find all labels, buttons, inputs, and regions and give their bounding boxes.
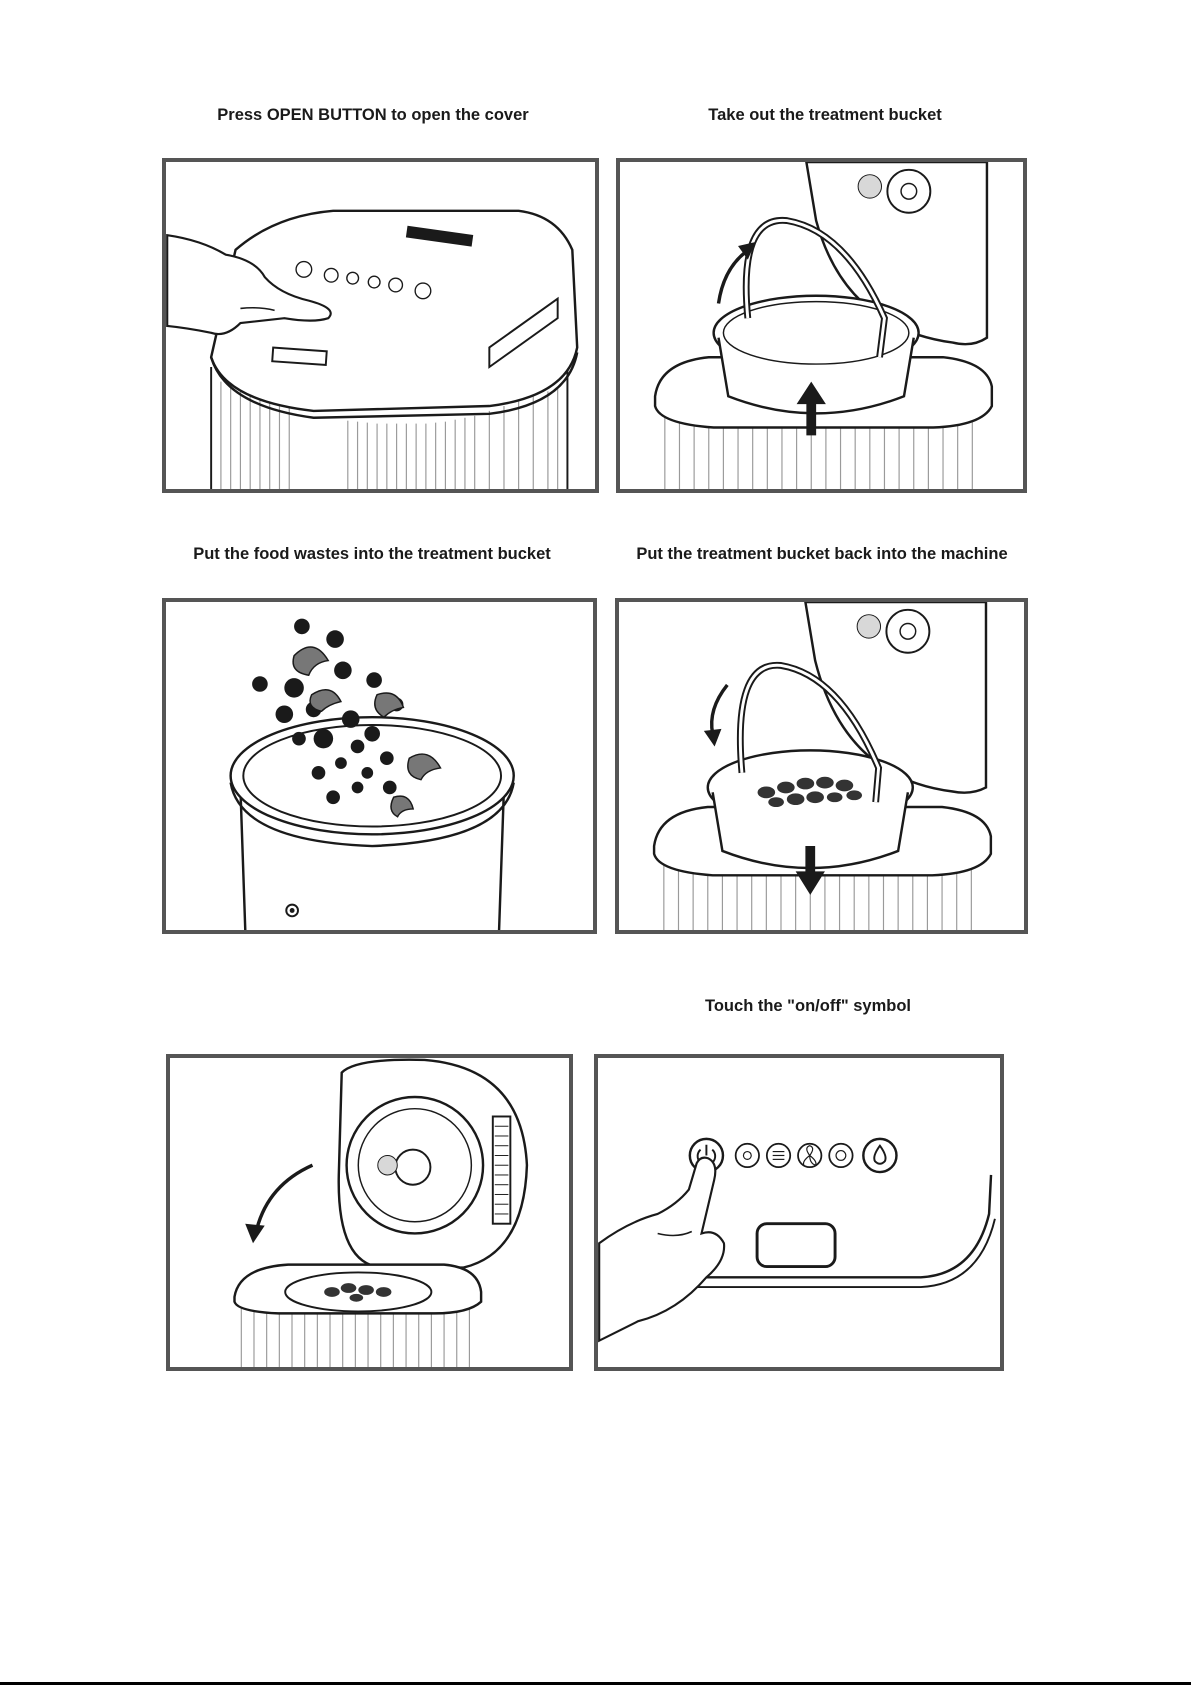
step-6-caption: Touch the "on/off" symbol — [608, 997, 1008, 1016]
step-2-caption: Take out the treatment bucket — [615, 106, 1035, 125]
touch-power-drawing — [598, 1058, 1000, 1367]
water-drop-icon — [863, 1139, 896, 1172]
step-1-illustration — [162, 158, 599, 493]
step-6-illustration — [594, 1054, 1004, 1371]
step-2-illustration — [616, 158, 1027, 493]
curved-arrow-icon — [704, 685, 727, 747]
step-5-illustration — [166, 1054, 573, 1371]
add-food-waste-drawing — [166, 602, 593, 930]
curved-arrow-icon — [245, 1165, 312, 1243]
step-3-illustration — [162, 598, 597, 934]
return-bucket-drawing — [619, 602, 1024, 930]
step-1-caption: Press OPEN BUTTON to open the cover — [163, 106, 583, 125]
open-cover-drawing — [166, 162, 595, 489]
close-lid-drawing — [170, 1058, 569, 1367]
step-3-caption: Put the food wastes into the treatment b… — [162, 545, 582, 564]
step-4-caption: Put the treatment bucket back into the m… — [612, 545, 1032, 564]
step-4-illustration — [615, 598, 1028, 934]
take-out-bucket-drawing — [620, 162, 1023, 489]
